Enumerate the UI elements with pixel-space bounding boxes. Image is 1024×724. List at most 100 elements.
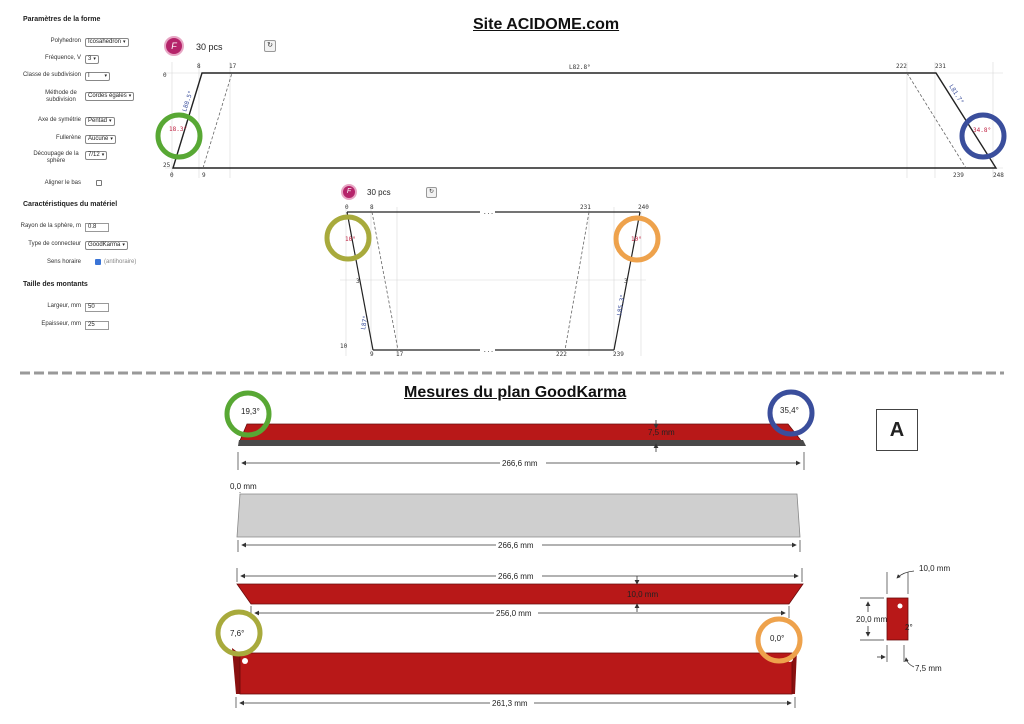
align-checkbox[interactable]	[96, 180, 102, 186]
subdiv-class-select[interactable]: I▾	[85, 72, 110, 81]
material-section-title: Caractéristiques du matériel	[23, 201, 118, 208]
part1-badge[interactable]: F	[164, 36, 184, 56]
symmetry-value: Pentad	[88, 118, 108, 124]
symmetry-label: Axe de symétrie	[37, 117, 81, 123]
part2-badge[interactable]: F	[341, 184, 357, 200]
strut-section-title: Taille des montants	[23, 281, 88, 288]
polyhedron-select[interactable]: Icosahedron▾	[85, 38, 129, 47]
part1-left-cut: 18.3°	[169, 126, 187, 133]
detail-bottom: 7,5 mm	[915, 664, 942, 673]
bar3-strut	[236, 583, 804, 605]
part2-top-tick: 231	[580, 204, 591, 211]
part1-left-highlight	[155, 112, 203, 160]
detail-height: 20,0 mm	[856, 615, 887, 624]
align-label: Aligner le bas	[44, 180, 81, 186]
thickness-input[interactable]: 25	[85, 321, 109, 330]
part2-top-tick: 8	[370, 204, 374, 211]
plan-title: Mesures du plan GoodKarma	[404, 384, 627, 401]
thickness-row: Epaisseur, mm 25	[0, 321, 170, 333]
part2-right-cut: 10°	[631, 236, 642, 243]
part1-top-tick: 17	[229, 63, 237, 70]
part1-top-tick: 222	[896, 63, 907, 70]
part1-right-cut: 34.8°	[973, 127, 991, 134]
bar1-right-angle: 35,4°	[780, 406, 799, 415]
connector-select[interactable]: GoodKarma▾	[85, 241, 128, 250]
part2-drawing: ... ... 0 8 231 240 10 9 17 222 239 3 3 …	[20, 204, 1004, 375]
frequency-value: 3	[88, 56, 92, 62]
part2-top-tick: 0	[345, 204, 349, 211]
radius-row: Rayon de la sphère, m 0.8	[0, 223, 170, 235]
part1-center-angle: L82.8°	[569, 64, 591, 71]
bar4-right-angle: 0,0°	[770, 634, 784, 643]
cut-select[interactable]: 7/12▾	[85, 151, 108, 160]
bar4-strut	[239, 652, 793, 695]
radius-input[interactable]: 0.8	[85, 223, 109, 232]
clockwise-row: Sens horaire (antihoraire)	[0, 259, 170, 271]
part2-right-angle: L85.3°	[616, 294, 627, 317]
part1-rotate-button[interactable]: ↻	[264, 40, 276, 52]
bar4-left-hole	[242, 658, 248, 664]
fullerene-select[interactable]: Aucune▾	[85, 135, 116, 144]
width-row: Largeur, mm 50	[0, 303, 170, 315]
clockwise-label: Sens horaire	[46, 259, 81, 265]
bar4-length: 261,3 mm	[492, 699, 528, 708]
chevron-down-icon: ▾	[109, 118, 112, 124]
bar1-right-highlight	[767, 389, 815, 437]
connector-label: Type de connecteur	[28, 241, 81, 247]
part2-bottom-tick: 9	[370, 351, 374, 358]
part2-rotate-button[interactable]: ↻	[426, 187, 437, 198]
polyhedron-value: Icosahedron	[88, 39, 122, 45]
bar2-length: 266,6 mm	[498, 541, 534, 550]
part1-bottom-tick: 248	[993, 172, 1004, 179]
part2-left-angle: L87°	[360, 315, 369, 330]
part2-top-ellipsis: ...	[483, 209, 494, 216]
shape-section-title: Paramètres de la forme	[23, 16, 101, 23]
part2-right-mark: 3	[624, 278, 628, 285]
frequency-select[interactable]: 3▾	[85, 55, 99, 64]
subdiv-method-select[interactable]: Cordes égales▾	[85, 92, 135, 101]
connector-row: Type de connecteur GoodKarma▾	[0, 241, 170, 253]
bar1-left-angle: 19,3°	[241, 407, 260, 416]
polyhedron-label: Polyhedron	[50, 38, 81, 44]
part2-left-tick: 10	[340, 343, 348, 350]
bar1-left-highlight	[224, 390, 272, 438]
detail-angle: 2°	[905, 623, 913, 632]
part1-left-tick: 25	[163, 162, 171, 169]
chevron-down-icon: ▾	[110, 136, 113, 142]
part2-bottom-tick: 17	[396, 351, 404, 358]
symmetry-row: Axe de symétrie Pentad▾	[0, 117, 170, 129]
bar1-edge	[238, 440, 806, 446]
align-row: Aligner le bas	[0, 180, 170, 192]
fullerene-label: Fullerène	[55, 135, 81, 141]
bar2-strut	[236, 493, 801, 538]
bar3-top-length: 266,6 mm	[498, 572, 534, 581]
part2-left-highlight	[324, 214, 372, 262]
frequency-row: Fréquence, V 3▾	[0, 55, 170, 67]
clockwise-checkbox[interactable]	[95, 259, 101, 265]
bar4-right-highlight	[755, 616, 803, 664]
bar1-length: 266,6 mm	[502, 459, 538, 468]
part1-bottom-tick: 0	[170, 172, 174, 179]
cut-value: 7/12	[88, 152, 100, 158]
width-input[interactable]: 50	[85, 303, 109, 312]
fullerene-row: Fullerène Aucune▾	[0, 135, 170, 147]
subdiv-method-value: Cordes égales	[88, 93, 127, 99]
frequency-label: Fréquence, V	[44, 55, 81, 61]
part1-top-tick: 231	[935, 63, 946, 70]
part1-outline	[172, 72, 998, 169]
width-label: Largeur, mm	[47, 303, 81, 309]
chevron-down-icon: ▾	[101, 152, 105, 158]
site-title: Site ACIDOME.com	[473, 16, 620, 33]
part2-left-cut: 10°	[345, 236, 356, 243]
bar4-left-angle: 7,6°	[230, 629, 244, 638]
thickness-label: Epaisseur, mm	[41, 321, 81, 327]
chevron-down-icon: ▾	[128, 93, 132, 99]
part2-bottom-tick: 239	[613, 351, 624, 358]
connector-value: GoodKarma	[88, 242, 121, 248]
detail-section	[886, 597, 909, 641]
part2-left-mark: 3	[356, 278, 360, 285]
parameters-panel: Paramètres de la forme Polyhedron Icosah…	[0, 0, 170, 370]
symmetry-select[interactable]: Pentad▾	[85, 117, 115, 126]
subdiv-class-row: Classe de subdivision I▾	[0, 72, 170, 84]
